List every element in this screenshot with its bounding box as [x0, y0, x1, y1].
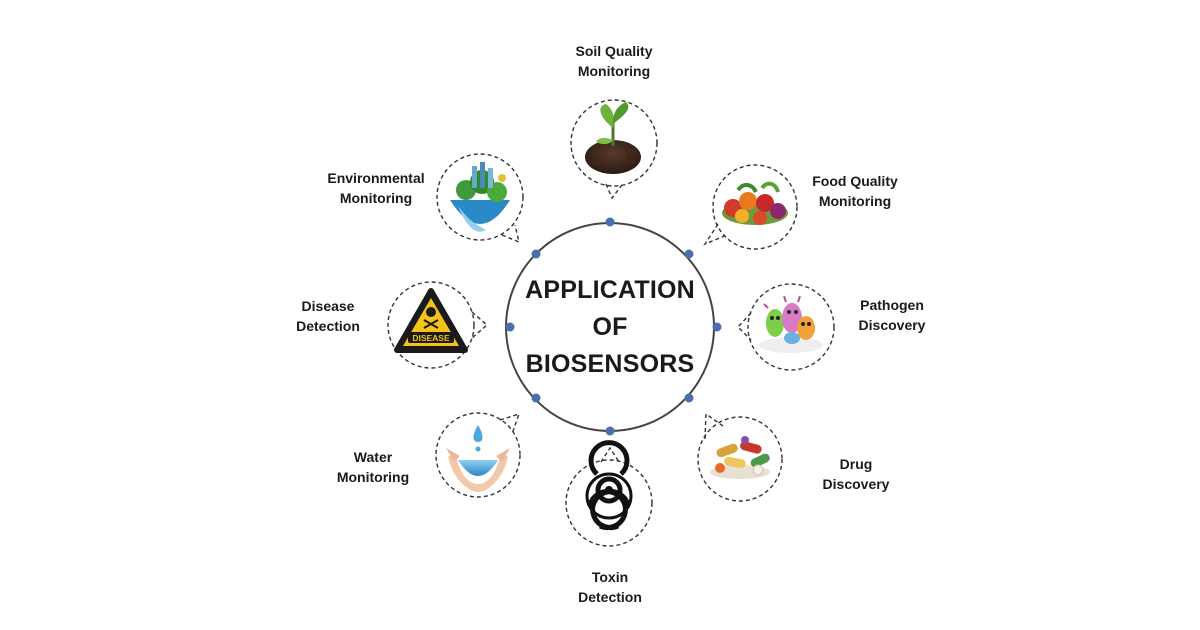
label-soil-line-1: Soil Quality	[575, 43, 653, 59]
water-hands-icon	[446, 425, 510, 492]
bubble-tail-toxin	[600, 446, 620, 463]
pills-icon	[710, 436, 770, 479]
bubble-food	[712, 164, 798, 250]
label-toxin-line-2: Detection	[578, 589, 642, 605]
bubble-environment	[436, 153, 524, 241]
label-toxin-line-1: Toxin	[591, 569, 629, 585]
center-title-line-1: APPLICATION	[525, 275, 695, 304]
label-water: Water Monitoring	[318, 447, 428, 487]
bubble-soil	[570, 99, 658, 187]
connector-dot-pathogen	[712, 322, 722, 332]
label-disease: Disease Detection	[278, 296, 378, 336]
label-environment-line-2: Monitoring	[339, 190, 413, 206]
connector-dot-disease	[505, 322, 515, 332]
bubble-disease	[387, 281, 475, 369]
label-water-line-2: Monitoring	[336, 469, 410, 485]
connector-dot-toxin	[605, 426, 615, 436]
connector-dot-environment	[531, 249, 541, 259]
center-title-line-2: OF	[592, 312, 628, 341]
connector-dot-food	[684, 249, 694, 259]
bubble-tail-food	[703, 223, 728, 246]
label-drug-line-2: Discovery	[822, 476, 890, 492]
disease-sign-text: DISEASE	[412, 333, 450, 343]
label-food-line-1: Food Quality	[812, 173, 898, 189]
center-title: APPLICATION OF BIOSENSORS	[510, 222, 710, 432]
label-food: Food Quality Monitoring	[790, 171, 920, 211]
biohazard-icon	[585, 440, 633, 531]
label-pathogen-line-2: Discovery	[858, 317, 926, 333]
bubble-pathogen	[747, 283, 835, 371]
bubble-tail-soil	[605, 183, 623, 200]
label-food-line-2: Monitoring	[818, 193, 892, 209]
fruits-vegetables-icon	[722, 181, 788, 225]
connector-dot-water	[531, 393, 541, 403]
label-pathogen-line-1: Pathogen	[860, 297, 924, 313]
earth-nature-icon	[450, 162, 510, 232]
bubble-drug	[697, 416, 783, 502]
label-disease-line-2: Detection	[296, 318, 360, 334]
plant-soil-icon	[585, 102, 641, 174]
label-drug-line-1: Drug	[839, 456, 873, 472]
bubble-water	[435, 412, 521, 498]
center-title-line-3: BIOSENSORS	[525, 349, 695, 378]
label-soil: Soil Quality Monitoring	[552, 41, 676, 81]
label-environment: Environmental Monitoring	[316, 168, 436, 208]
label-soil-line-2: Monitoring	[577, 63, 651, 79]
connector-dots	[505, 217, 722, 436]
bubble-tail-drug	[704, 412, 724, 440]
label-disease-line-1: Disease	[301, 298, 355, 314]
label-water-line-1: Water	[353, 449, 393, 465]
label-pathogen: Pathogen Discovery	[842, 295, 942, 335]
bubble-toxin	[565, 459, 653, 547]
label-toxin: Toxin Detection	[560, 567, 660, 607]
label-drug: Drug Discovery	[808, 454, 904, 494]
bubble-tail-pathogen	[737, 312, 752, 341]
label-environment-line-1: Environmental	[327, 170, 425, 186]
disease-warning-icon: DISEASE	[394, 288, 468, 353]
microbes-icon	[759, 295, 823, 353]
connector-dot-soil	[605, 217, 615, 227]
bubble-tail-environment	[501, 224, 520, 244]
connector-dot-drug	[684, 393, 694, 403]
